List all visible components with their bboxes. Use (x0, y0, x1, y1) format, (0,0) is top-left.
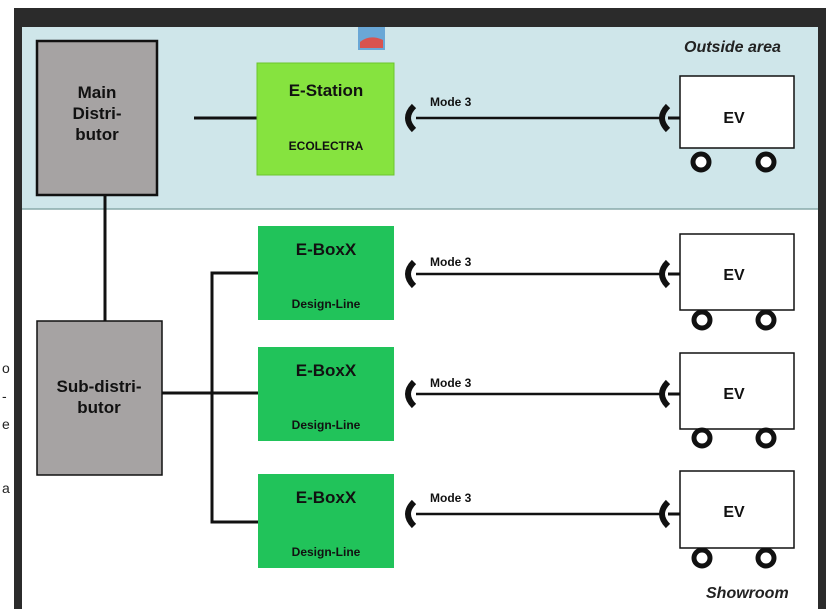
wheel-icon (755, 427, 777, 449)
e-box-subtitle: Design-Line (292, 545, 361, 559)
e-box-title: E-BoxX (296, 488, 357, 507)
e-box: E-BoxX Design-Line (258, 474, 394, 568)
e-box-subtitle: Design-Line (292, 418, 361, 432)
main-distributor-line1: Main (78, 83, 117, 102)
ev-label: EV (723, 386, 745, 403)
charging-cable (405, 259, 680, 289)
main-distributor-line2: Distri- (72, 104, 121, 123)
charging-cable (405, 379, 680, 409)
left-text-fragments: o - e a (0, 0, 14, 609)
distribution-wiring (103, 116, 258, 524)
wheel-icon (755, 309, 777, 331)
diagram-frame: Outside area Showroom Main Distri- butor… (14, 8, 826, 609)
electric-vehicle: EV (679, 233, 795, 331)
sub-distributor-line1: Sub-distri- (57, 377, 142, 396)
e-box-subtitle: Design-Line (292, 297, 361, 311)
wheel-icon (755, 547, 777, 569)
e-box: E-BoxX Design-Line (258, 226, 394, 320)
wheel-icon (690, 151, 712, 173)
mode-label: Mode 3 (430, 255, 472, 269)
sub-distributor: Sub-distri- butor (36, 320, 163, 476)
outside-area-label: Outside area (684, 39, 781, 56)
window-icon (358, 27, 385, 50)
wheel-icon (691, 547, 713, 569)
showroom-label: Showroom (706, 585, 789, 602)
e-box-title: E-BoxX (296, 361, 357, 380)
ev-label: EV (723, 267, 745, 284)
main-distributor-line3: butor (75, 125, 119, 144)
e-station: E-Station ECOLECTRA (256, 62, 395, 176)
ev-label: EV (723, 110, 745, 127)
electric-vehicle: EV (679, 75, 795, 173)
charging-cable (405, 103, 680, 133)
e-box-title: E-BoxX (296, 240, 357, 259)
fragment-text: e (2, 416, 10, 432)
ev-label: EV (723, 504, 745, 521)
fragment-text: - (2, 388, 7, 404)
fragment-text: o (2, 360, 10, 376)
wheel-icon (691, 427, 713, 449)
mode-label: Mode 3 (430, 95, 472, 109)
mode-label: Mode 3 (430, 491, 472, 505)
charging-cable (405, 499, 680, 529)
sub-distributor-line2: butor (77, 398, 121, 417)
e-box: E-BoxX Design-Line (258, 347, 394, 441)
wheel-icon (691, 309, 713, 331)
electric-vehicle: EV (679, 352, 795, 449)
mode-label: Mode 3 (430, 376, 472, 390)
e-station-title: E-Station (289, 81, 364, 100)
charging-diagram: Outside area Showroom Main Distri- butor… (22, 27, 818, 609)
main-distributor: Main Distri- butor (35, 39, 159, 197)
electric-vehicle: EV (679, 470, 795, 569)
e-station-subtitle: ECOLECTRA (289, 139, 364, 153)
wheel-icon (755, 151, 777, 173)
fragment-text: a (2, 480, 10, 496)
